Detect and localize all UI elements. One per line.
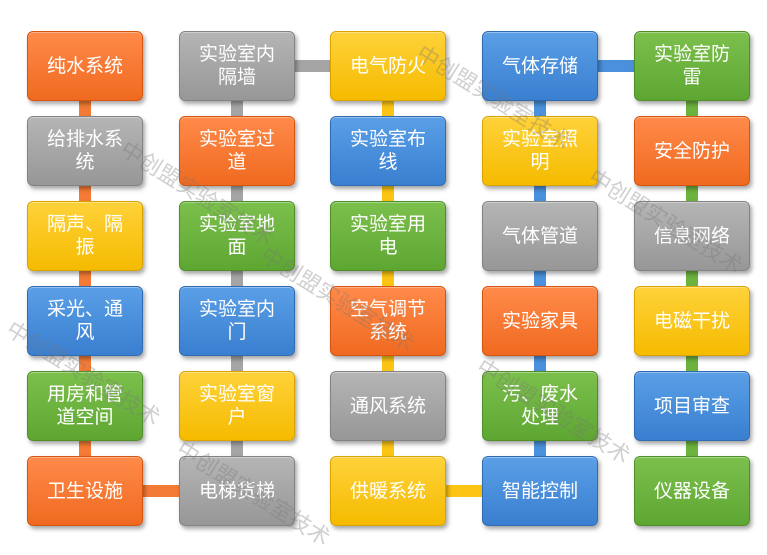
flow-node: 采光、通 风: [27, 286, 143, 356]
vertical-connector: [686, 269, 698, 288]
vertical-connector: [382, 99, 394, 118]
vertical-connector: [231, 99, 243, 118]
flow-node: 纯水系统: [27, 31, 143, 101]
flow-node: 安全防护: [634, 116, 750, 186]
flow-node: 智能控制: [482, 456, 598, 526]
flow-node: 给排水系 统: [27, 116, 143, 186]
flow-node: 实验室用 电: [330, 201, 446, 271]
vertical-connector: [231, 269, 243, 288]
flow-node: 仪器设备: [634, 456, 750, 526]
flow-node: 实验室防 雷: [634, 31, 750, 101]
vertical-connector: [79, 354, 91, 373]
flow-node: 通风系统: [330, 371, 446, 441]
vertical-connector: [382, 269, 394, 288]
vertical-connector: [382, 354, 394, 373]
flow-node: 污、废水 处理: [482, 371, 598, 441]
flow-node: 实验室布 线: [330, 116, 446, 186]
vertical-connector: [534, 269, 546, 288]
vertical-connector: [534, 99, 546, 118]
vertical-connector: [79, 184, 91, 203]
horizontal-connector: [444, 485, 484, 497]
vertical-connector: [534, 354, 546, 373]
vertical-connector: [79, 99, 91, 118]
vertical-connector: [534, 439, 546, 458]
flow-node: 项目审查: [634, 371, 750, 441]
flow-node: 卫生设施: [27, 456, 143, 526]
flow-node: 电气防火: [330, 31, 446, 101]
flow-node: 用房和管 道空间: [27, 371, 143, 441]
vertical-connector: [231, 354, 243, 373]
vertical-connector: [686, 439, 698, 458]
vertical-connector: [686, 99, 698, 118]
vertical-connector: [382, 184, 394, 203]
horizontal-connector: [293, 60, 332, 72]
vertical-connector: [231, 439, 243, 458]
flow-node: 气体存储: [482, 31, 598, 101]
flow-node: 空气调节 系统: [330, 286, 446, 356]
vertical-connector: [534, 184, 546, 203]
vertical-connector: [231, 184, 243, 203]
flow-node: 实验室照 明: [482, 116, 598, 186]
flow-node: 实验室过 道: [179, 116, 295, 186]
vertical-connector: [686, 184, 698, 203]
flow-node: 实验室窗 户: [179, 371, 295, 441]
flow-node: 实验室内 门: [179, 286, 295, 356]
vertical-connector: [382, 439, 394, 458]
horizontal-connector: [141, 485, 181, 497]
flow-node: 电梯货梯: [179, 456, 295, 526]
flow-node: 信息网络: [634, 201, 750, 271]
horizontal-connector: [596, 60, 636, 72]
vertical-connector: [79, 439, 91, 458]
flow-node: 实验家具: [482, 286, 598, 356]
vertical-connector: [79, 269, 91, 288]
flow-node: 电磁干扰: [634, 286, 750, 356]
flow-node: 实验室地 面: [179, 201, 295, 271]
flow-node: 气体管道: [482, 201, 598, 271]
vertical-connector: [686, 354, 698, 373]
flow-node: 实验室内 隔墙: [179, 31, 295, 101]
flow-node: 供暖系统: [330, 456, 446, 526]
flow-node: 隔声、隔 振: [27, 201, 143, 271]
